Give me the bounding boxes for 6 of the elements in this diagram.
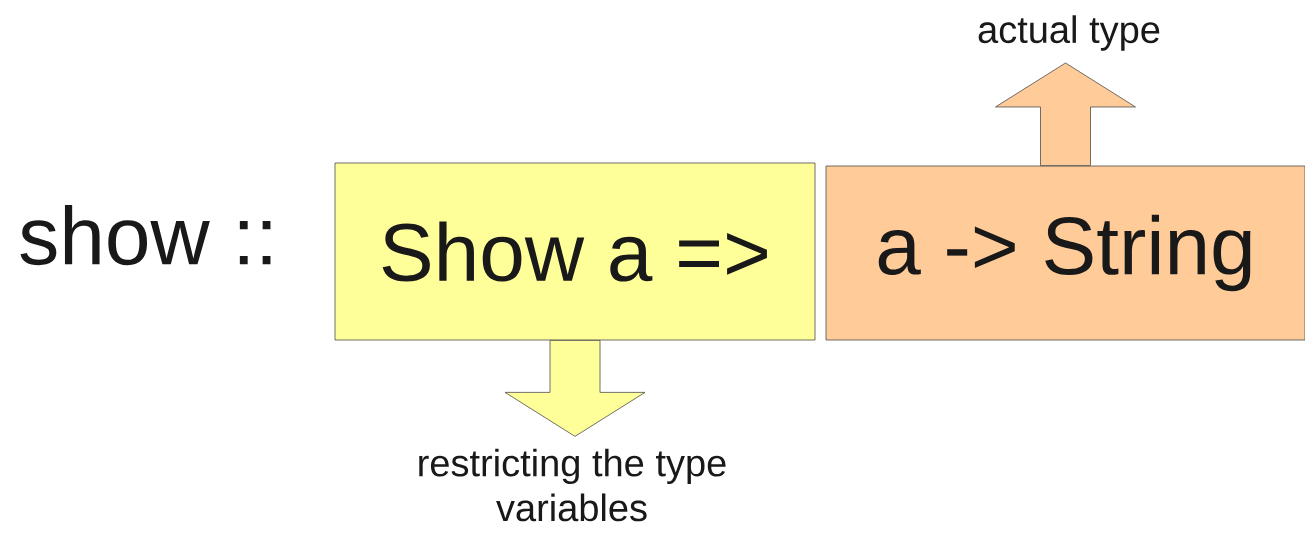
block-arrow [995,62,1136,166]
block-arrow [504,340,646,437]
type-box: Show a => [334,162,816,341]
annotation-text: actual type [978,15,1160,51]
type-box: a -> String [825,165,1305,341]
annotation-text: restricting the type variables [419,448,726,522]
